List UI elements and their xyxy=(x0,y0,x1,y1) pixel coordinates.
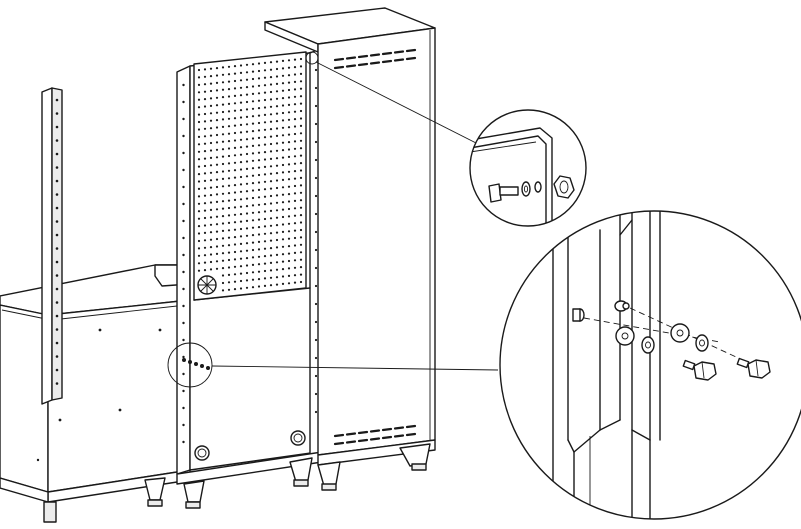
washer-icon xyxy=(521,181,531,197)
bolt-icon xyxy=(682,359,717,381)
leader-line-lower xyxy=(211,365,499,371)
leader-line-upper xyxy=(315,61,481,146)
base-cabinet xyxy=(0,264,191,523)
lock-washer-icon xyxy=(641,336,655,354)
lock-washer-icon xyxy=(695,334,709,352)
base-cabinet-foot xyxy=(43,501,57,523)
pegboard-panel xyxy=(193,51,307,301)
washer-icon xyxy=(670,323,690,343)
washer-icon xyxy=(615,326,635,346)
cable-port xyxy=(194,445,210,461)
locker-foot xyxy=(399,443,431,471)
base-cabinet-foot xyxy=(144,477,166,507)
detail-callout-upper xyxy=(469,109,587,227)
cable-port xyxy=(290,430,306,446)
nut-icon xyxy=(553,175,575,199)
callout-source-upper xyxy=(305,51,319,65)
pegboard-cabinet-foot xyxy=(183,480,205,509)
stud-icon xyxy=(572,308,585,322)
bolt-icon xyxy=(488,183,519,203)
tall-locker-cabinet xyxy=(264,7,436,491)
callout-source-lower xyxy=(167,342,213,388)
locker-foot xyxy=(317,461,341,491)
bolt-icon xyxy=(736,357,771,379)
locker-vent-top xyxy=(333,48,417,70)
fan-vent-icon xyxy=(197,275,217,295)
side-rail xyxy=(41,87,63,405)
detail-callout-lower xyxy=(499,210,801,520)
nut-icon xyxy=(614,300,630,312)
locker-vent-bottom xyxy=(333,424,417,446)
pegboard-cabinet-foot xyxy=(289,457,313,487)
lock-washer-icon xyxy=(534,181,542,193)
